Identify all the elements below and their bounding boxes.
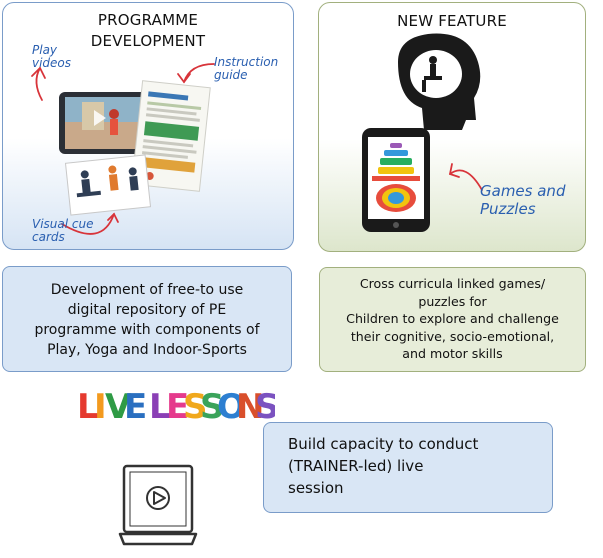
live-lessons-letter: E [124, 387, 147, 427]
visual-cue-cards-label: Visual cue cards [32, 217, 94, 244]
live-lessons-letter: S [183, 387, 208, 427]
programme-panel-title: PROGRAMME DEVELOPMENT [90, 11, 206, 50]
play-videos-label: Play videos [32, 43, 72, 70]
annotation-arrows [31, 63, 215, 235]
live-lessons-letter: O [217, 387, 246, 427]
phone-game-icon [362, 128, 430, 232]
live-lessons-letter: S [255, 387, 275, 427]
programme-illustration [31, 63, 215, 235]
instruction-guide-label: Instruction guide [214, 55, 279, 82]
live-lessons-letter: L [149, 387, 171, 427]
feature-panel-title: NEW FEATURE [397, 12, 507, 30]
programme-description-box: Development of free-to use digital repos… [2, 266, 292, 372]
visual-cue-card-image [64, 154, 152, 216]
programme-description-text: Development of free-to use digital repos… [34, 282, 260, 358]
laptop-play-icon [118, 464, 198, 546]
live-lessons-letter: E [166, 387, 189, 427]
live-lessons-letter: S [200, 387, 225, 427]
tablet-video-image [59, 92, 147, 154]
live-lessons-letter: L [77, 387, 99, 427]
games-and-puzzles-label: Games and Puzzles [480, 182, 566, 218]
games-arrow [448, 163, 483, 191]
live-session-text: Build capacity to conduct (TRAINER-led) … [288, 435, 479, 497]
live-session-box: Build capacity to conduct (TRAINER-led) … [263, 422, 553, 513]
live-lessons-letter: I [94, 387, 107, 427]
feature-description-box: Cross curricula linked games/ puzzles fo… [319, 267, 586, 372]
feature-description-text: Cross curricula linked games/ puzzles fo… [346, 276, 559, 361]
feature-illustration [362, 33, 483, 232]
live-lessons-letter: N [236, 387, 264, 427]
instruction-guide-image [131, 80, 211, 192]
thinking-head-icon [398, 33, 481, 130]
live-lessons-letter: V [105, 387, 132, 427]
